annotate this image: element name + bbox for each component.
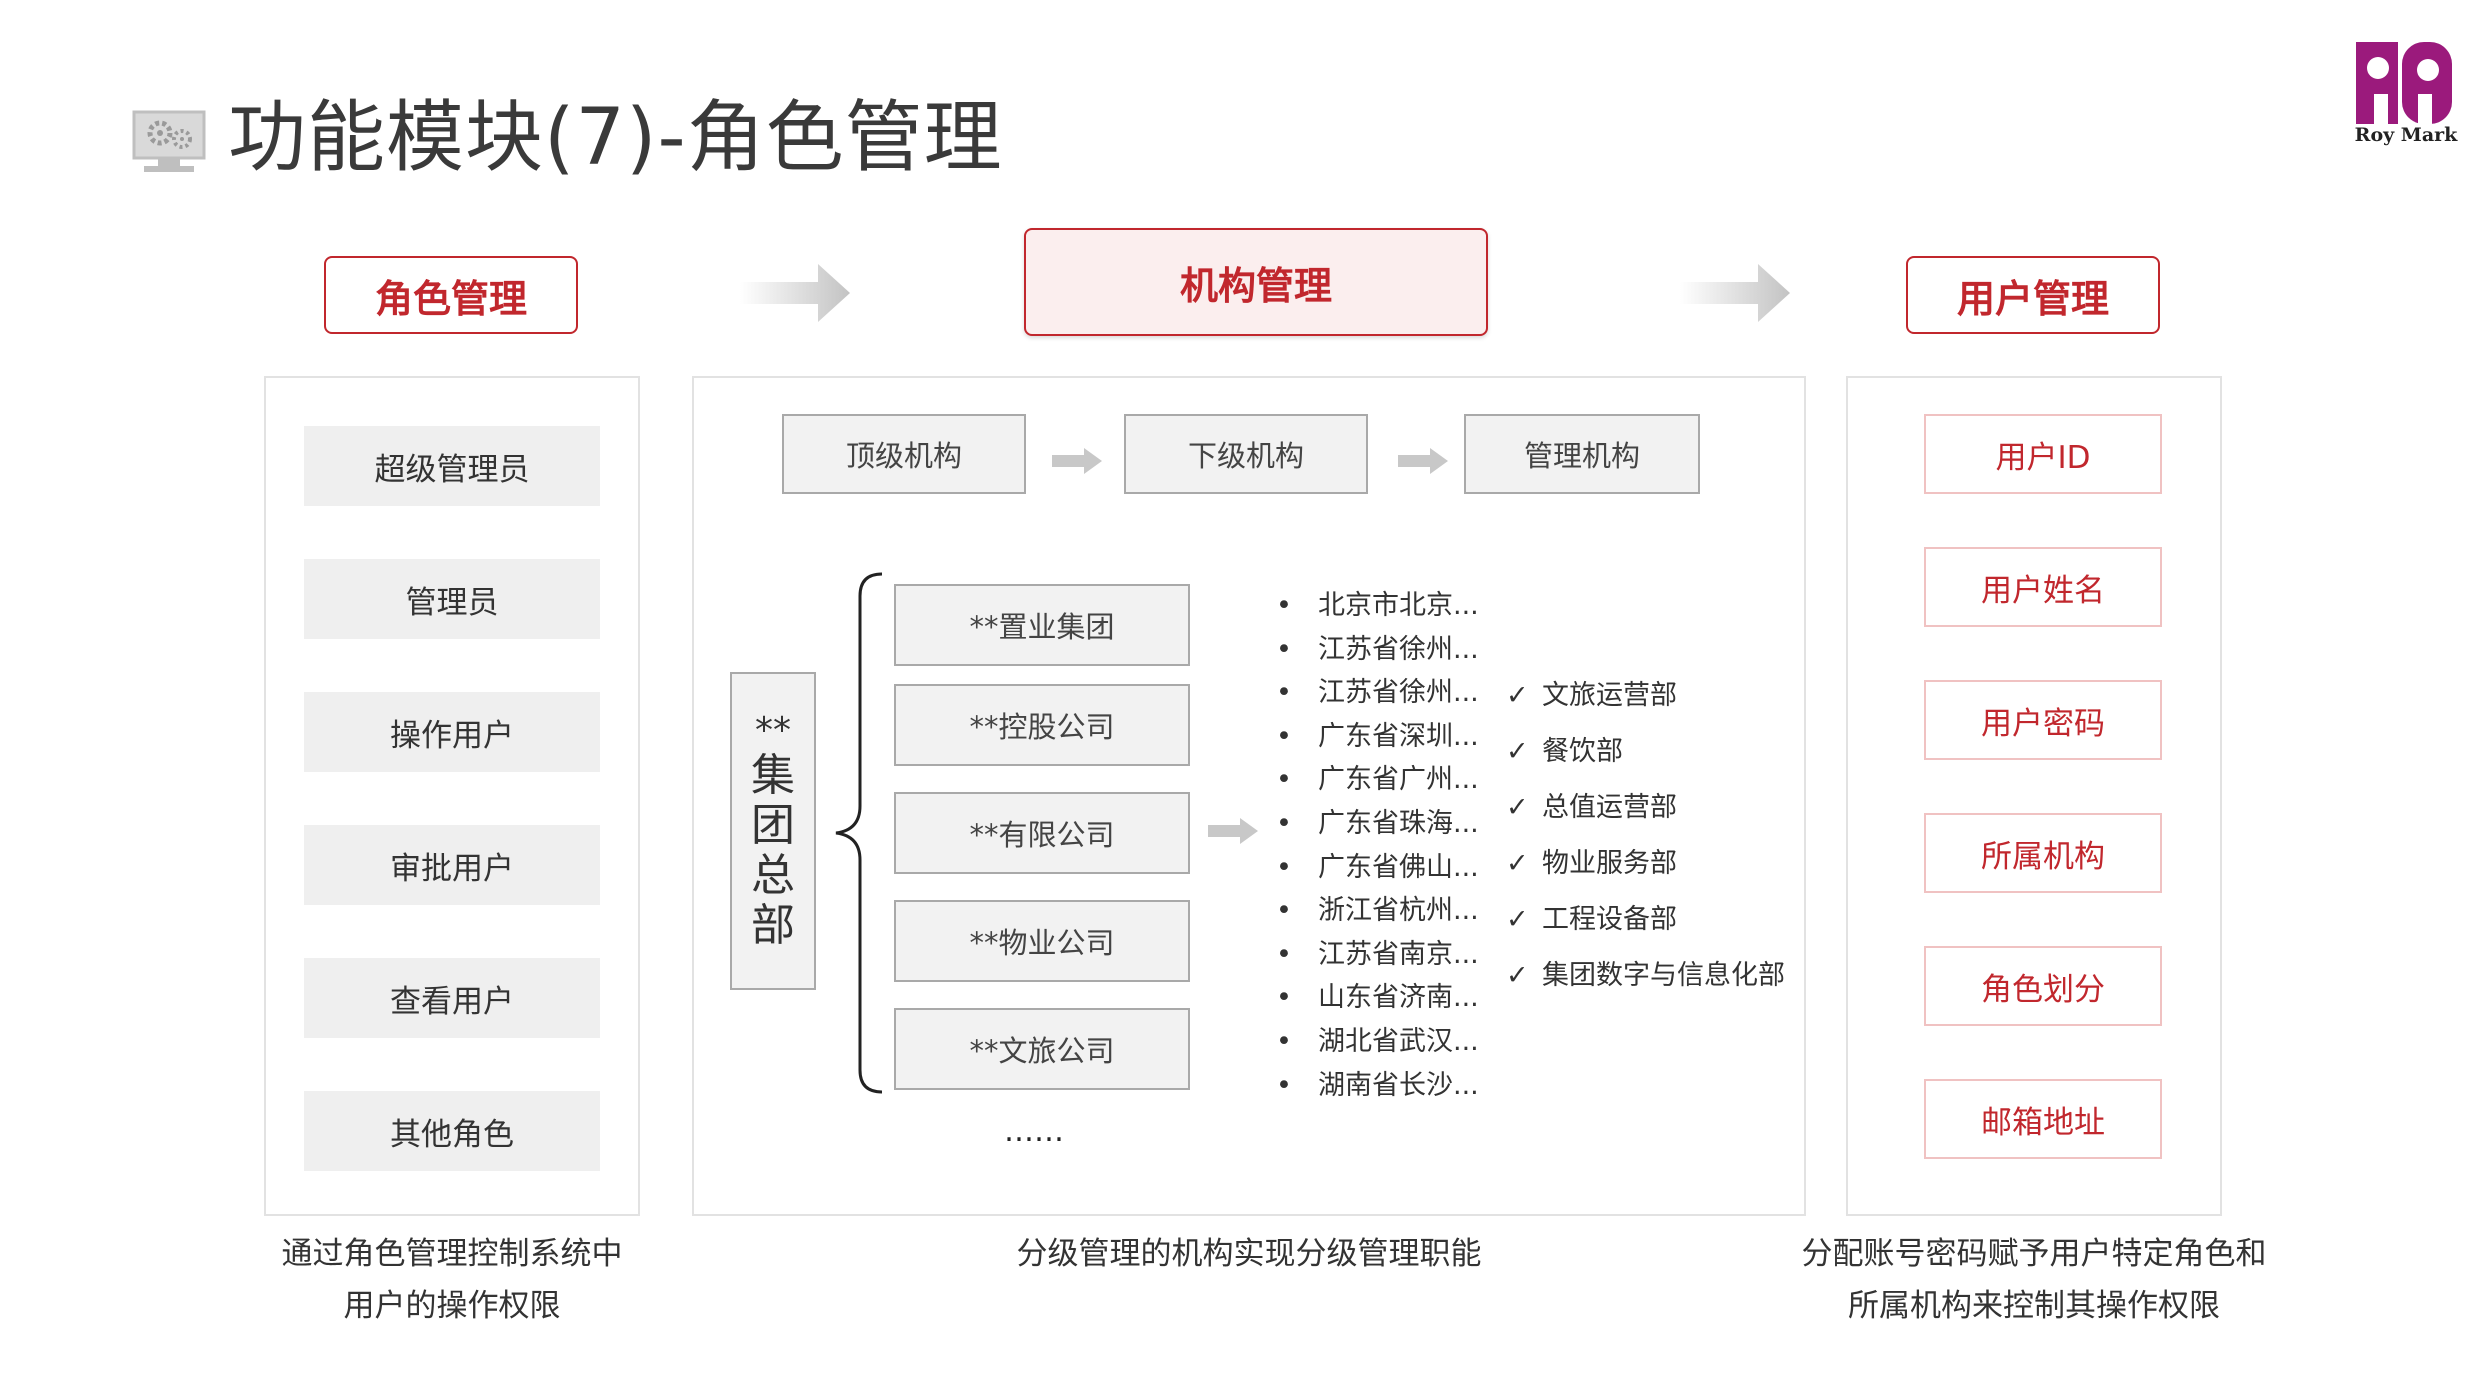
branch-item: •湖南省长沙... (1276, 1069, 1479, 1101)
org-flow-item: 下级机构 (1124, 414, 1368, 494)
check-icon: ✓ (1506, 736, 1529, 767)
arrow-right-icon (1398, 448, 1448, 474)
hq-char: 集 (751, 750, 795, 801)
branch-item: •江苏省徐州... (1276, 633, 1479, 665)
user-field: 用户ID (1924, 414, 2162, 494)
branch-item: •广东省广州... (1276, 764, 1479, 796)
user-field: 所属机构 (1924, 813, 2162, 893)
user-field: 用户密码 (1924, 680, 2162, 760)
role-item: 审批用户 (304, 825, 600, 905)
user-caption: 分配账号密码赋予用户特定角色和 所属机构来控制其操作权限 (1801, 1236, 2267, 1324)
branch-list: •北京市北京... •江苏省徐州... •江苏省徐州... •广东省深圳... … (1276, 590, 1479, 1113)
role-item: 操作用户 (304, 692, 600, 772)
org-caption: 分级管理的机构实现分级管理职能 (1016, 1236, 1482, 1272)
hq-stars: ** (755, 710, 791, 751)
role-item: 超级管理员 (304, 426, 600, 506)
title-icon (130, 108, 208, 176)
roy-mark-logo (2352, 38, 2456, 148)
check-icon: ✓ (1506, 904, 1529, 935)
role-management-heading: 角色管理 (324, 256, 578, 334)
company-item: **置业集团 (894, 584, 1190, 666)
department-item: ✓餐饮部 (1506, 736, 1623, 767)
branch-item: •广东省深圳... (1276, 720, 1479, 752)
hq-char: 团 (751, 800, 795, 851)
more-ellipsis: …… (1004, 1114, 1064, 1149)
user-field: 用户姓名 (1924, 547, 2162, 627)
user-field: 角色划分 (1924, 946, 2162, 1026)
org-flow-item: 顶级机构 (782, 414, 1026, 494)
department-item: ✓工程设备部 (1506, 904, 1677, 935)
arrow-right-icon (1680, 262, 1790, 324)
branch-item: •北京市北京... (1276, 590, 1479, 621)
company-item: **文旅公司 (894, 1008, 1190, 1090)
role-caption: 通过角色管理控制系统中 用户的操作权限 (281, 1236, 623, 1324)
brace-icon (826, 570, 886, 1096)
company-item: **控股公司 (894, 684, 1190, 766)
group-headquarters-box: ** 集 团 总 部 (730, 672, 816, 990)
company-item: **物业公司 (894, 900, 1190, 982)
branch-item: •湖北省武汉... (1276, 1025, 1479, 1057)
org-flow-item: 管理机构 (1464, 414, 1700, 494)
user-panel (1846, 376, 2222, 1216)
check-icon: ✓ (1506, 848, 1529, 879)
hq-char: 部 (751, 900, 795, 951)
branch-item: •广东省珠海... (1276, 807, 1479, 839)
role-panel (264, 376, 640, 1216)
branch-item: •江苏省南京... (1276, 938, 1479, 970)
org-management-heading: 机构管理 (1024, 228, 1488, 336)
page-title: 功能模块(7)-角色管理 (228, 93, 1003, 183)
branch-item: •山东省济南... (1276, 982, 1479, 1014)
company-item: **有限公司 (894, 792, 1190, 874)
role-item: 查看用户 (304, 958, 600, 1038)
arrow-right-icon (1052, 448, 1102, 474)
check-icon: ✓ (1506, 792, 1529, 823)
department-item: ✓物业服务部 (1506, 848, 1677, 879)
arrow-right-icon (740, 262, 850, 324)
role-item: 其他角色 (304, 1091, 600, 1171)
branch-item: •浙江省杭州... (1276, 895, 1479, 927)
logo-text: Roy Mark (2354, 124, 2458, 146)
check-icon: ✓ (1506, 680, 1529, 711)
department-item: ✓集团数字与信息化部 (1506, 960, 1785, 991)
org-panel (692, 376, 1806, 1216)
department-list: ✓文旅运营部 ✓餐饮部 ✓总值运营部 ✓物业服务部 ✓工程设备部 ✓集团数字与信… (1506, 680, 1785, 1016)
hq-char: 总 (751, 850, 795, 901)
arrow-right-icon (1208, 818, 1258, 844)
check-icon: ✓ (1506, 960, 1529, 991)
branch-item: •广东省佛山... (1276, 851, 1479, 883)
user-management-heading: 用户管理 (1906, 256, 2160, 334)
department-item: ✓文旅运营部 (1506, 680, 1677, 711)
role-item: 管理员 (304, 559, 600, 639)
user-field: 邮箱地址 (1924, 1079, 2162, 1159)
branch-item: •江苏省徐州... (1276, 677, 1479, 709)
department-item: ✓总值运营部 (1506, 792, 1677, 823)
